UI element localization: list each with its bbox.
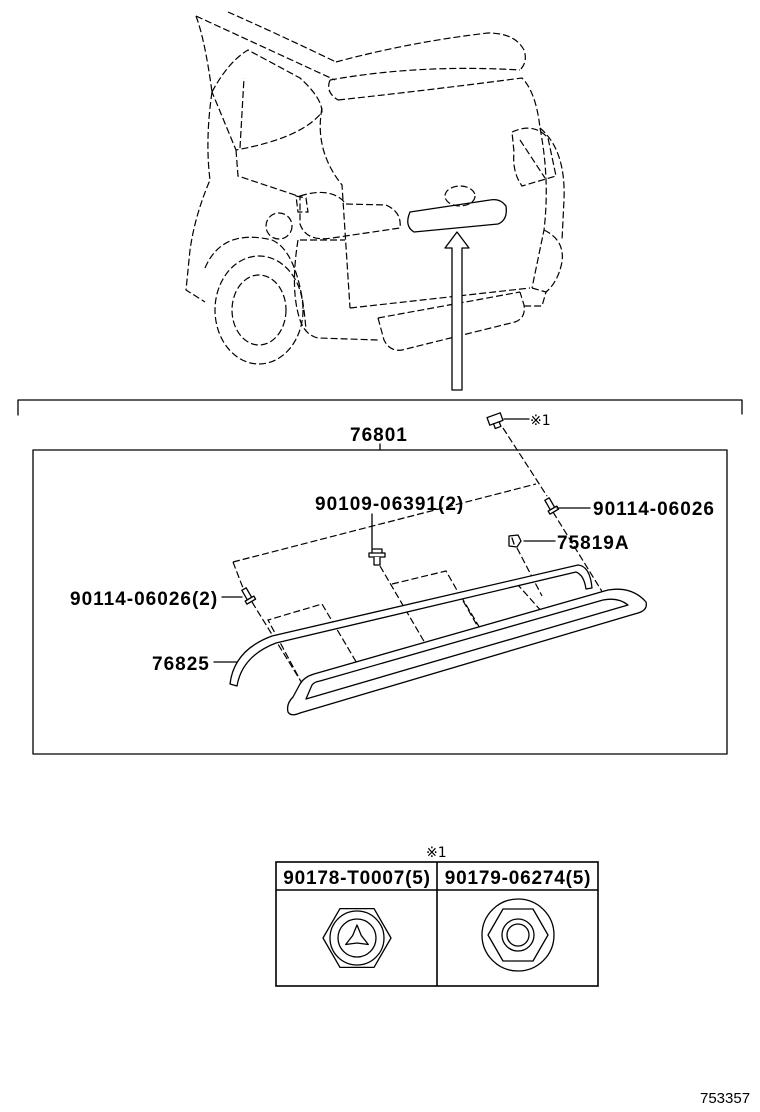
screw-icon (544, 497, 560, 515)
lower-valance (377, 291, 525, 351)
screw-icon (241, 587, 257, 605)
rear-wheel-rim (231, 274, 287, 346)
roof-spoiler (335, 32, 526, 71)
clip-install-line (502, 427, 548, 497)
callout-90114-06026-2: 90114-06026(2) (70, 589, 218, 610)
back-door-lower-edge (349, 287, 531, 309)
install-line-left-screw (232, 561, 244, 589)
install-line-right (552, 511, 607, 599)
table-header-90178-T0007: 90178-T0007(5) (283, 868, 430, 889)
install-line-box2-top (391, 570, 491, 649)
roof-line-upper (227, 11, 337, 63)
install-line-box1 (267, 603, 369, 683)
back-door-moulding (229, 564, 593, 687)
quarter-pillar-line (239, 77, 245, 149)
installation-lines (232, 483, 607, 689)
callout-90109-06391: 90109-06391(2) (315, 494, 464, 515)
callout-76825: 76825 (152, 654, 210, 675)
lower-valance-top (377, 291, 521, 319)
side-reflector (295, 195, 309, 213)
nut-tri-lobe-icon (322, 907, 392, 969)
d-pillar (195, 15, 213, 93)
back-door-garnish-panel (305, 598, 629, 700)
rear-tire (214, 255, 304, 365)
install-line-top (232, 483, 537, 563)
roof-spoiler-lower-edge (329, 67, 521, 81)
table-reference-mark: ※1 (426, 845, 447, 861)
assembly-bracket (17, 399, 743, 416)
install-line-clip-lower (516, 547, 543, 597)
callout-75819a: 75819A (557, 533, 630, 554)
assembly-box (32, 449, 728, 755)
rear-glass-left (328, 79, 339, 101)
reference-mark-label: ※1 (530, 413, 551, 429)
clip-nut-icon (486, 412, 504, 430)
quarter-window (211, 49, 323, 151)
location-arrow-icon (444, 231, 470, 391)
roof-line-lower (195, 15, 336, 81)
back-door-right-edge (531, 127, 547, 289)
clip-icon (508, 534, 522, 548)
push-rivet-icon (368, 548, 386, 566)
rear-emblem (444, 185, 476, 207)
table-header-90179-06274: 90179-06274(5) (445, 868, 591, 889)
reference-table: 90178-T0007(5) 90179-06274(5) (275, 861, 599, 987)
rear-quarter-right (539, 127, 565, 241)
vehicle-rear-view (185, 11, 565, 365)
body-side-edge (185, 91, 213, 303)
callout-76801: 76801 (350, 425, 408, 446)
back-door-garnish-location (407, 198, 507, 233)
fuel-lid (265, 212, 293, 240)
tail-lamp-left (299, 191, 401, 240)
bumper-right-corner (524, 287, 547, 307)
body-character-line (235, 149, 299, 197)
rear-glass-lower-edge (337, 77, 541, 129)
rear-body-right (543, 229, 563, 293)
rear-bumper-left (293, 239, 379, 341)
tail-lamp-right (511, 127, 557, 187)
flange-nut-icon (481, 898, 555, 972)
callout-90114-06026: 90114-06026 (593, 499, 715, 520)
back-door-left-edge (319, 107, 351, 309)
tail-lamp-right-inner (519, 139, 546, 179)
illustration-number: 753357 (700, 1090, 750, 1107)
wheel-arch (204, 236, 307, 331)
